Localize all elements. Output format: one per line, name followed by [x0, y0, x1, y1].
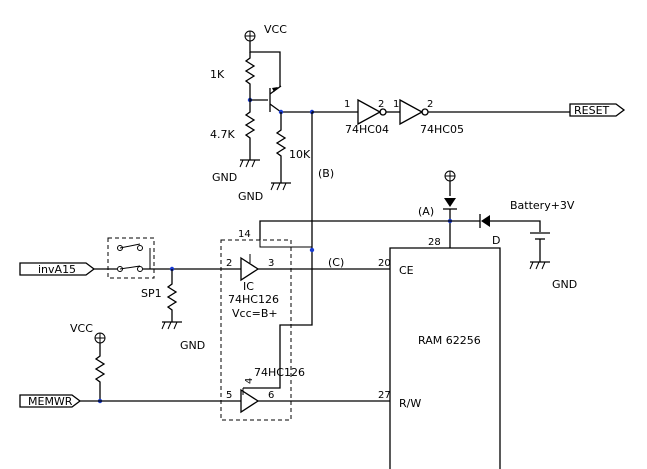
ic-label: IC: [243, 280, 254, 293]
gnd-battery-label: GND: [552, 278, 577, 291]
hc126b-label: 74HC126: [254, 366, 305, 379]
ram-62256-chip: [389, 247, 501, 469]
gnd-left-symbol: [239, 159, 260, 168]
gnd-battery-symbol: [529, 261, 550, 270]
gnd-left-label: GND: [212, 171, 237, 184]
inv2-pin-in: 1: [393, 99, 399, 110]
pin6-label: 6: [268, 390, 274, 401]
vcc-bottom-label: VCC: [70, 322, 93, 335]
sp1-switch: [117, 243, 151, 272]
diode-vcc: [443, 198, 457, 210]
node-b-label: (B): [318, 167, 334, 180]
sp1-switch-box: [107, 237, 155, 279]
pin27-label: 27: [378, 390, 391, 401]
pin14-label: 14: [238, 229, 251, 240]
inv1-pin-out: 2: [378, 99, 384, 110]
vcc-b-label: Vcc=B+: [232, 307, 278, 320]
r47k-label: 4.7K: [210, 128, 235, 141]
rw-label: R/W: [399, 397, 421, 410]
hc05-label: 74HC05: [420, 123, 464, 136]
vcc-bottom-symbol: [94, 332, 106, 344]
pin3-label: 3: [268, 258, 274, 269]
pin5-label: 5: [226, 390, 232, 401]
pnp-transistor: [269, 85, 282, 113]
vcc-top-label: VCC: [264, 23, 287, 36]
resistor-1k: [244, 52, 256, 92]
ram-label: RAM 62256: [418, 334, 481, 347]
ce-label: CE: [399, 264, 414, 277]
memwr-label: MEMWR: [28, 395, 73, 408]
pin28-label: 28: [428, 237, 441, 248]
reset-label: RESET: [574, 104, 610, 117]
hc126-package-box: [220, 239, 292, 421]
pin20-label: 20: [378, 258, 391, 269]
diode-d: [479, 214, 490, 228]
inv2-pin-out: 2: [427, 99, 433, 110]
battery-label: Battery+3V: [510, 199, 575, 212]
resistor-10k: [275, 112, 287, 183]
vcc-diode-symbol: [444, 170, 456, 182]
pin4-label: 4: [244, 378, 255, 384]
buffer-74hc126-upper: [240, 254, 260, 282]
vcc-top-symbol: [244, 30, 256, 42]
diode-d-label: D: [492, 234, 500, 247]
battery-symbol: [530, 232, 550, 240]
buffer-74hc126-lower: [240, 388, 260, 414]
r10k-label: 10K: [289, 148, 311, 161]
hc126a-label: 74HC126: [228, 293, 279, 306]
r1k-label: 1K: [210, 68, 225, 81]
inv-a15-port: [19, 262, 96, 276]
inverter-74hc05: [399, 98, 429, 126]
hc04-label: 74HC04: [345, 123, 389, 136]
sp1-label: SP1: [141, 287, 162, 300]
pin2-label: 2: [226, 258, 232, 269]
resistor-memwr-pullup: [94, 343, 106, 401]
node-a-label: (A): [418, 205, 434, 218]
gnd-sp1-symbol: [161, 321, 182, 330]
inv-a15-label: invA15: [38, 263, 76, 276]
resistor-4k7: [244, 100, 256, 160]
resistor-sp1-pulldown: [166, 269, 178, 322]
gnd-sp1-label: GND: [180, 339, 205, 352]
memwr-port: [19, 394, 82, 408]
inv1-pin-in: 1: [344, 99, 350, 110]
reset-port: [569, 103, 626, 117]
gnd-mid-symbol: [270, 182, 291, 191]
node-c-label: (C): [328, 256, 344, 269]
gnd-mid-label: GND: [238, 190, 263, 203]
